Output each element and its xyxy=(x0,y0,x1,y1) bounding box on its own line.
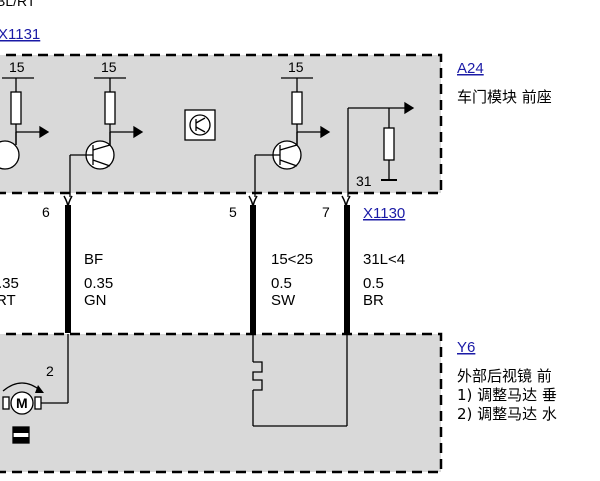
component-symbol-icon xyxy=(184,109,216,141)
svg-text:15<25: 15<25 xyxy=(271,251,313,268)
supply-terminal-3: 15 xyxy=(281,59,313,145)
pin-6-label: 6 xyxy=(42,204,50,220)
wire-label-sw: 15<25 0.5 SW xyxy=(271,251,313,309)
ground-branch-icon xyxy=(347,101,415,197)
svg-text:RT: RT xyxy=(0,292,16,309)
svg-text:15: 15 xyxy=(288,59,304,75)
pin-5-label: 5 xyxy=(229,204,237,220)
svg-text:15: 15 xyxy=(101,59,117,75)
pin-forks xyxy=(63,195,351,209)
wire-label-gn: BF 0.35 GN xyxy=(84,251,113,309)
svg-text:M: M xyxy=(16,395,28,411)
module-y6-note-1: 1) 调整马达 垂 xyxy=(457,386,557,404)
transistor-2-icon xyxy=(69,125,144,197)
transistor-1-icon xyxy=(0,125,50,170)
module-y6-note-2: 2) 调整马达 水 xyxy=(457,405,557,423)
connector-x1131-link[interactable]: X1131 xyxy=(0,26,40,43)
module-a24-link[interactable]: A24 xyxy=(457,60,484,77)
ground-label: 31 xyxy=(356,173,372,189)
pin-7-label: 7 xyxy=(322,204,330,220)
wire-label-br: 31L<4 0.5 BR xyxy=(363,251,405,309)
pin-2-label: 2 xyxy=(46,363,54,379)
module-a24-description: 车门模块 前座 xyxy=(457,88,552,106)
svg-text:GN: GN xyxy=(84,292,107,309)
module-y6-description: 外部后视镜 前 xyxy=(457,367,552,385)
motor-icon: M xyxy=(2,382,44,444)
y6-internal-wiring xyxy=(40,334,348,427)
svg-text:0.5: 0.5 xyxy=(363,275,384,292)
svg-text:.35: .35 xyxy=(0,275,19,292)
svg-text:0.35: 0.35 xyxy=(84,275,113,292)
svg-text:BF: BF xyxy=(84,251,103,268)
wire-label-rt: .35 RT xyxy=(0,275,19,309)
top-cut-label: BL/RT xyxy=(0,0,36,9)
module-a24-box xyxy=(0,53,443,195)
svg-text:SW: SW xyxy=(271,292,296,309)
svg-text:BR: BR xyxy=(363,292,384,309)
connector-x1130-link[interactable]: X1130 xyxy=(363,205,405,222)
module-y6-box xyxy=(0,332,443,474)
module-y6-link[interactable]: Y6 xyxy=(457,339,475,356)
svg-text:15: 15 xyxy=(9,59,25,75)
svg-text:31L<4: 31L<4 xyxy=(363,251,405,268)
transistor-3-icon xyxy=(254,125,331,197)
svg-text:0.5: 0.5 xyxy=(271,275,292,292)
supply-terminal-1: 15 xyxy=(2,59,34,145)
